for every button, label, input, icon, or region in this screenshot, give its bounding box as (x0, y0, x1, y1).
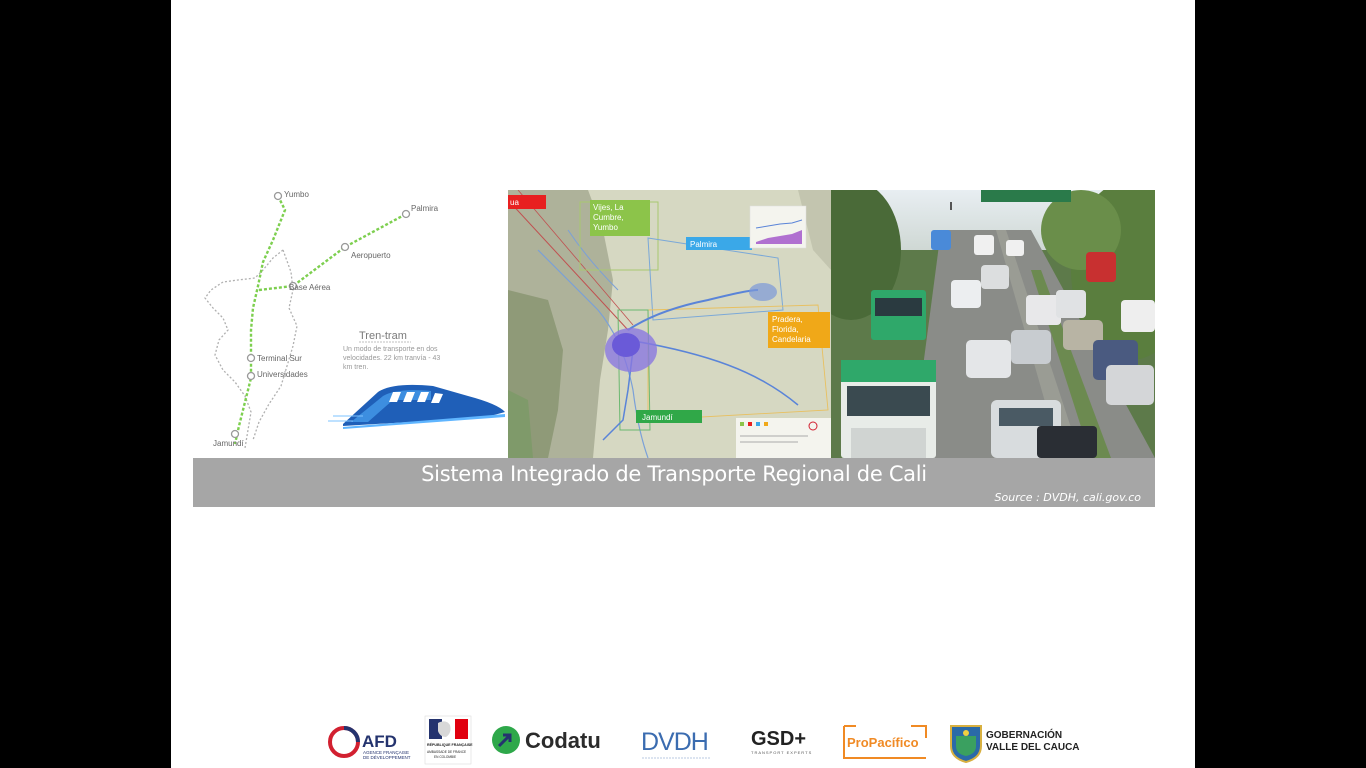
tren-tram-map: Yumbo Palmira Aeropuerto Base Aérea Term… (193, 190, 508, 458)
gobernacion-logo: GOBERNACIÓN VALLE DEL CAUCA (946, 716, 1081, 764)
gsd-text: GSD+ (751, 728, 806, 750)
tren-tram-map-graphic: Yumbo Palmira Aeropuerto Base Aérea Term… (204, 190, 505, 449)
slide: Yumbo Palmira Aeropuerto Base Aérea Term… (171, 0, 1195, 768)
map-label-palmira: Palmira (690, 240, 718, 249)
republique-francaise-logo: RÉPUBLIQUE FRANÇAISE AMBASSADE DE FRANCE… (424, 715, 474, 765)
propacifico-text: ProPacífico (847, 735, 919, 750)
map-label-red: ua (510, 198, 519, 207)
train-icon (328, 384, 505, 429)
rf-text: EN COLOMBIE (434, 755, 456, 759)
partner-logos: AFD AGENCE FRANÇAISE DE DÉVELOPPEMENT RÉ… (321, 715, 1081, 766)
station-label: Base Aérea (289, 283, 331, 292)
station-label: Jamundí (213, 439, 244, 448)
gobernacion-text: GOBERNACIÓN (986, 728, 1062, 741)
rf-text: AMBASSADE DE FRANCE (427, 750, 466, 754)
map-label-vijes: Vijes, La (593, 203, 624, 212)
propacifico-logo: ProPacífico (841, 716, 936, 764)
afd-text: AFD (362, 732, 397, 751)
gobernacion-text: VALLE DEL CAUCA (986, 742, 1080, 753)
tren-tram-desc: velocidades. 22 km tranvía - 43 (343, 355, 440, 362)
gsd-logo: GSD+ TRANSPORT EXPERTS (749, 716, 829, 764)
traffic-photo-graphic (831, 190, 1155, 458)
station-label: Universidades (257, 370, 308, 379)
station-label: Yumbo (284, 190, 309, 199)
afd-subtitle: AGENCE FRANÇAISE (363, 750, 409, 755)
map-label-pradera: Florida, (772, 325, 799, 334)
tren-tram-title: Tren-tram (359, 330, 407, 342)
station-label: Terminal Sur (257, 354, 302, 363)
gsd-subtitle: TRANSPORT EXPERTS (751, 750, 812, 755)
map-label-pradera: Pradera, (772, 315, 803, 324)
tren-tram-desc: km tren. (343, 364, 368, 371)
caption-banner: Sistema Integrado de Transporte Regional… (193, 458, 1155, 507)
traffic-photo (831, 190, 1155, 458)
regional-map: ua Vijes, La Cumbre, Yumbo Palmira Prade… (508, 190, 831, 458)
dvdh-text: DVDH (641, 728, 708, 756)
map-label-jamundi: Jamundí (642, 413, 673, 422)
station-label: Aeropuerto (351, 251, 391, 260)
dvdh-logo: DVDH (639, 716, 719, 764)
afd-subtitle: DE DÉVELOPPEMENT (363, 754, 411, 760)
map-label-vijes: Cumbre, (593, 213, 624, 222)
banner-source: Source : DVDH, cali.gov.co (994, 491, 1141, 504)
tren-tram-desc: Un modo de transporte en dos (343, 346, 438, 353)
regional-map-graphic: ua Vijes, La Cumbre, Yumbo Palmira Prade… (508, 190, 831, 458)
station-label: Palmira (411, 204, 439, 213)
codatu-text: Codatu (525, 728, 601, 753)
afd-logo: AFD AGENCE FRANÇAISE DE DÉVELOPPEMENT (326, 716, 416, 764)
rf-text: RÉPUBLIQUE FRANÇAISE (427, 742, 473, 747)
banner-title: Sistema Integrado de Transporte Regional… (421, 462, 927, 486)
map-label-vijes: Yumbo (593, 223, 618, 232)
map-label-pradera: Candelaria (772, 335, 811, 344)
codatu-logo: Codatu (491, 716, 616, 764)
